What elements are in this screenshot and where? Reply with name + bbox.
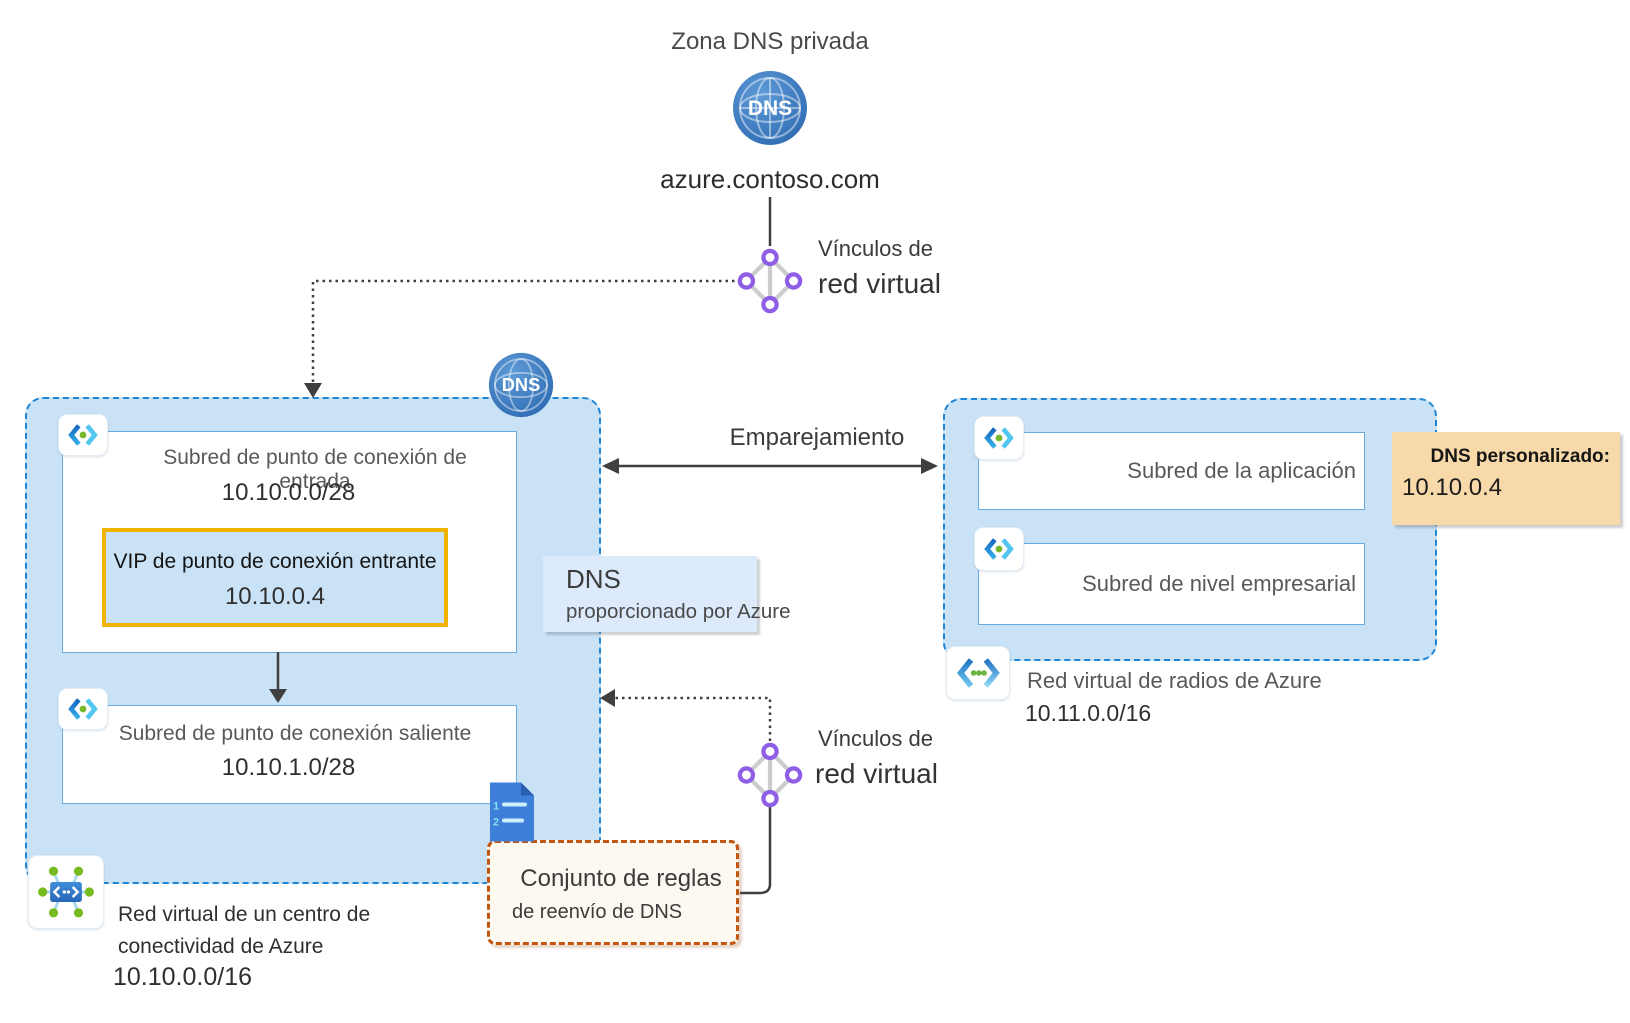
ruleset-line1: Conjunto de reglas [520, 865, 722, 892]
peering-label: Emparejamiento [729, 424, 905, 451]
subnet-icon-app [974, 416, 1024, 460]
vnet-link-bottom-label-1: Vínculos de [818, 726, 933, 751]
hub-vnet-label-1: Red virtual de un centro de [118, 903, 371, 926]
arrowhead-peering-right [921, 458, 938, 474]
dns-ruleset-box: Conjunto de reglas de reenvío de DNS [487, 840, 739, 945]
azure-dns-line2: proporcionado por Azure [566, 600, 791, 623]
dns-ruleset-document-icon: 1 2 [487, 781, 537, 843]
custom-dns-box: DNS personalizado: 10.10.0.4 [1392, 432, 1620, 525]
spoke-vnet-label: Red virtual de radios de Azure [1027, 668, 1322, 693]
app-subnet-title: Subred de la aplicación [1127, 458, 1356, 483]
outbound-subnet-cidr: 10.10.1.0/28 [221, 754, 356, 781]
vip-title: VIP de punto de conexión entrante [113, 550, 437, 573]
subnet-icon-outbound [58, 688, 108, 730]
outbound-subnet-title: Subred de punto de conexión saliente [118, 722, 472, 745]
vip-ip: 10.10.0.4 [224, 583, 326, 610]
dns-zone-domain: azure.contoso.com [660, 164, 880, 194]
dns-globe-label: DNS [748, 97, 792, 120]
hub-vnet-cidr: 10.10.0.0/16 [113, 963, 253, 991]
arrowhead-hub-top [304, 383, 322, 398]
svg-text:1: 1 [493, 801, 499, 813]
vip-box [102, 528, 448, 627]
vnet-link-top-label-2: red virtual [818, 268, 941, 299]
dns-zone-title: Zona DNS privada [671, 28, 869, 55]
inbound-subnet-cidr: 10.10.0.0/28 [221, 479, 356, 506]
connector-link-to-hub-dotted-2 [612, 696, 772, 741]
hub-vnet-label-2: conectividad de Azure [118, 935, 324, 958]
vnet-link-icon-bottom [737, 742, 803, 808]
subnet-icon-inbound [58, 414, 108, 456]
azure-dns-box [543, 556, 757, 632]
spoke-vnet-icon [946, 646, 1010, 700]
vnet-link-bottom-label-2: red virtual [815, 758, 938, 789]
subnet-icon-business [974, 527, 1024, 571]
vnet-link-top-label-1: Vínculos de [818, 236, 933, 261]
inbound-subnet-title: Subred de punto de conexión de entrada [163, 446, 467, 493]
hub-vnet-icon [28, 855, 104, 929]
ruleset-line2: de reenvío de DNS [512, 901, 683, 923]
business-subnet-box: Subred de nivel empresarial [978, 543, 1365, 625]
custom-dns-ip: 10.10.0.4 [1402, 474, 1503, 501]
vnet-link-icon-top [737, 248, 803, 314]
custom-dns-label: DNS personalizado: [1430, 446, 1610, 467]
business-subnet-title: Subred de nivel empresarial [1082, 571, 1356, 596]
azure-dns-line1: DNS [566, 564, 621, 594]
arrowhead-hub-right [600, 689, 615, 707]
spoke-vnet-cidr: 10.11.0.0/16 [1025, 700, 1152, 726]
hub-dns-globe-icon: DNS [488, 352, 554, 418]
arrowhead-peering-left [602, 458, 619, 474]
dns-globe-icon: DNS [732, 70, 808, 146]
outbound-subnet-box [62, 705, 517, 804]
app-subnet-box: Subred de la aplicación [978, 432, 1365, 510]
hub-dns-globe-label: DNS [502, 374, 540, 395]
svg-text:2: 2 [493, 817, 499, 829]
connector-link-to-ruleset [740, 807, 772, 895]
